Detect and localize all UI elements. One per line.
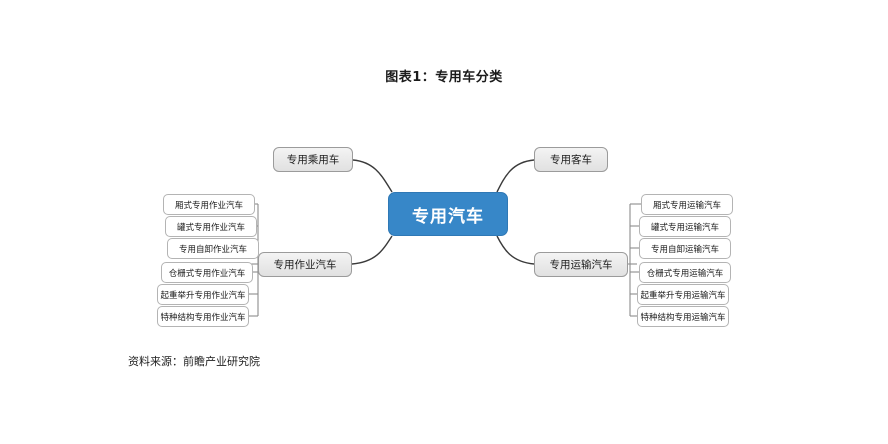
leaf-work-6[interactable]: 特种结构专用作业汽车 xyxy=(157,306,249,327)
branch-node-work[interactable]: 专用作业汽车 xyxy=(258,252,352,277)
leaf-transport-6[interactable]: 特种结构专用运输汽车 xyxy=(637,306,729,327)
leaf-transport-3[interactable]: 专用自卸运输汽车 xyxy=(639,238,731,259)
leaf-work-1[interactable]: 厢式专用作业汽车 xyxy=(163,194,255,215)
edge-center-work xyxy=(351,235,393,265)
edge-center-transport xyxy=(496,235,535,265)
center-node[interactable]: 专用汽车 xyxy=(388,192,508,236)
leaf-work-5[interactable]: 起重举升专用作业汽车 xyxy=(157,284,249,305)
leaf-work-4[interactable]: 仓栅式专用作业汽车 xyxy=(161,262,253,283)
leaf-transport-1[interactable]: 厢式专用运输汽车 xyxy=(641,194,733,215)
branch-node-transport[interactable]: 专用运输汽车 xyxy=(534,252,628,277)
branch-node-passenger[interactable]: 专用乘用车 xyxy=(273,147,353,172)
source-note: 资料来源：前瞻产业研究院 xyxy=(128,355,260,368)
leaf-transport-2[interactable]: 罐式专用运输汽车 xyxy=(639,216,731,237)
leaf-work-3[interactable]: 专用自卸作业汽车 xyxy=(167,238,259,259)
page-title: 图表1：专用车分类 xyxy=(385,70,503,85)
leaf-transport-5[interactable]: 起重举升专用运输汽车 xyxy=(637,284,729,305)
branch-node-bus[interactable]: 专用客车 xyxy=(534,147,608,172)
leaf-work-2[interactable]: 罐式专用作业汽车 xyxy=(165,216,257,237)
edge-center-bus xyxy=(496,159,535,193)
edge-center-passenger xyxy=(352,159,393,193)
leaf-transport-4[interactable]: 仓栅式专用运输汽车 xyxy=(639,262,731,283)
